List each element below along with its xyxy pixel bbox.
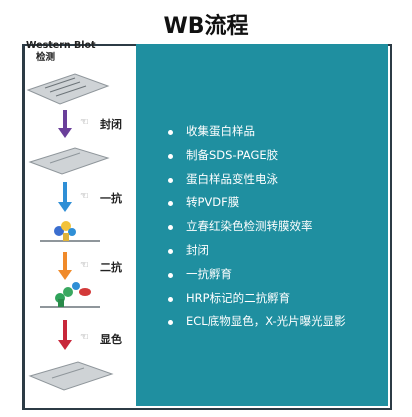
procedure-item: HRP标记的二抗孵育 bbox=[168, 287, 392, 311]
step-detection-label: 显色 bbox=[100, 333, 122, 346]
step-secondary-antibody-label: 二抗 bbox=[100, 261, 122, 274]
procedure-item: 立春红染色检测转膜效率 bbox=[168, 215, 392, 239]
step-blocking-label: 封闭 bbox=[100, 118, 122, 131]
western-blot-header: Western Blot 检测 bbox=[26, 40, 96, 64]
procedure-item: ECL底物显色，X-光片曝光显影 bbox=[168, 310, 392, 334]
membrane-2 bbox=[28, 147, 110, 175]
arrow-red bbox=[58, 320, 72, 350]
hand-pointer-icon: ☜ bbox=[80, 191, 89, 202]
procedure-item: 蛋白样品变性电泳 bbox=[168, 168, 392, 192]
procedure-item: 一抗孵育 bbox=[168, 263, 392, 287]
arrow-orange bbox=[58, 252, 72, 280]
procedure-item: 制备SDS-PAGE胶 bbox=[168, 144, 392, 168]
step-primary-antibody-label: 一抗 bbox=[100, 192, 122, 205]
secondary-antibody bbox=[40, 282, 100, 308]
left-border bbox=[23, 44, 25, 408]
detection-label: 检测 bbox=[36, 52, 56, 63]
hand-pointer-icon: ☜ bbox=[80, 117, 89, 128]
primary-antibody bbox=[40, 221, 100, 242]
steps-info-box bbox=[136, 44, 388, 406]
hand-pointer-icon: ☜ bbox=[80, 260, 89, 271]
membrane-result bbox=[28, 361, 114, 391]
membrane-1 bbox=[26, 73, 110, 105]
procedure-item: 收集蛋白样品 bbox=[168, 120, 392, 144]
arrow-blue bbox=[58, 182, 72, 212]
diagram-title: WB流程 bbox=[163, 14, 249, 39]
hand-pointer-icon: ☜ bbox=[80, 332, 89, 343]
arrow-purple bbox=[58, 110, 72, 138]
procedure-item: 封闭 bbox=[168, 239, 392, 263]
western-blot-label: Western Blot bbox=[26, 40, 96, 51]
procedure-item: 转PVDF膜 bbox=[168, 191, 392, 215]
procedure-list: 收集蛋白样品 制备SDS-PAGE胶 蛋白样品变性电泳 转PVDF膜 立春红染色… bbox=[168, 120, 392, 334]
